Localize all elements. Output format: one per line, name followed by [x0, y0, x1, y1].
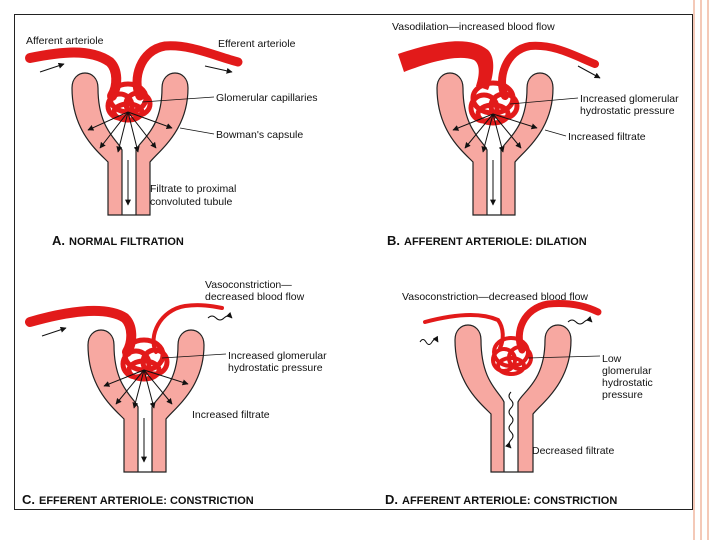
- caption-a-letter: A.: [52, 233, 65, 248]
- label-increased-glomerular-c: Increased glomerular: [228, 350, 327, 362]
- bowmans-capsule-shape: [71, 72, 189, 216]
- caption-b-letter: B.: [387, 233, 400, 248]
- afferent-arteriole-shape: [25, 47, 122, 101]
- label-filtrate-line1: Filtrate to proximal: [150, 183, 236, 195]
- label-low: Low: [602, 353, 622, 365]
- decor-stripe-3: [707, 0, 709, 540]
- caption-c-letter: C.: [22, 492, 35, 507]
- bowmans-capsule-shape-c: [87, 329, 205, 473]
- decor-stripe-2: [700, 0, 702, 540]
- glomerular-capillaries-shape-b: [468, 80, 520, 126]
- glomerular-capillaries-shape: [105, 81, 153, 123]
- panel-d: Vasoconstriction—decreased blood flow Lo…: [385, 291, 653, 507]
- caption-b-text: AFFERENT ARTERIOLE: DILATION: [404, 236, 587, 248]
- label-vasoconstriction-c2: decreased blood flow: [205, 291, 305, 303]
- filtrate-arrows-b: [452, 113, 538, 206]
- panel-b: Vasodilation—increased blood flow Increa…: [387, 21, 679, 248]
- label-afferent-arteriole: Afferent arteriole: [26, 35, 104, 47]
- caption-a-text: NORMAL FILTRATION: [69, 236, 184, 248]
- label-filtrate-line2: convoluted tubule: [150, 196, 232, 208]
- decor-stripe-1: [693, 0, 695, 540]
- label-increased-glomerular-b: Increased glomerular: [580, 93, 679, 105]
- caption-b: B. AFFERENT ARTERIOLE: DILATION: [387, 233, 587, 248]
- glomerular-capillaries-shape-d: [491, 336, 533, 376]
- afferent-arteriole-shape-c: [25, 305, 137, 357]
- caption-d: D. AFFERENT ARTERIOLE: CONSTRICTION: [385, 492, 617, 507]
- efferent-arteriole-shape-b: [498, 41, 599, 100]
- caption-c: C. EFFERENT ARTERIOLE: CONSTRICTION: [22, 492, 254, 507]
- caption-d-letter: D.: [385, 492, 398, 507]
- caption-c-text: EFFERENT ARTERIOLE: CONSTRICTION: [39, 495, 254, 507]
- label-hydrostatic-pressure-c: hydrostatic pressure: [228, 362, 323, 374]
- caption-a: A. NORMAL FILTRATION: [52, 233, 184, 248]
- label-bowmans-capsule: Bowman's capsule: [216, 129, 303, 141]
- label-efferent-arteriole: Efferent arteriole: [218, 38, 296, 50]
- bowmans-capsule-shape-b: [436, 72, 554, 216]
- label-increased-filtrate-c: Increased filtrate: [192, 409, 270, 421]
- filtrate-arrows-c: [103, 369, 189, 463]
- label-vasoconstriction-d: Vasoconstriction—decreased blood flow: [402, 291, 588, 303]
- efferent-arteriole-shape: [132, 41, 243, 101]
- filtrate-arrows: [87, 111, 173, 206]
- label-vasodilation: Vasodilation—increased blood flow: [392, 21, 555, 33]
- panel-a: Afferent arteriole Efferent arteriole Gl…: [25, 35, 318, 248]
- bowmans-capsule-shape-d: [454, 324, 572, 473]
- label-hydrostatic-pressure-b: hydrostatic pressure: [580, 105, 675, 117]
- label-vasoconstriction-c1: Vasoconstriction—: [205, 279, 292, 291]
- label-pressure-d: pressure: [602, 389, 643, 401]
- label-increased-filtrate-b: Increased filtrate: [568, 131, 646, 143]
- efferent-arteriole-constricted-shape: [151, 303, 224, 354]
- label-glomerular-capillaries: Glomerular capillaries: [216, 92, 318, 104]
- afferent-arteriole-dilated-shape: [398, 41, 494, 90]
- caption-d-text: AFFERENT ARTERIOLE: CONSTRICTION: [402, 495, 617, 507]
- label-hydrostatic-d: hydrostatic: [602, 377, 653, 389]
- panel-c: Vasoconstriction— decreased blood flow I…: [22, 279, 327, 507]
- label-glomerular-d: glomerular: [602, 365, 652, 377]
- efferent-arteriole-shape-d: [515, 300, 602, 354]
- label-decreased-filtrate: Decreased filtrate: [532, 445, 614, 457]
